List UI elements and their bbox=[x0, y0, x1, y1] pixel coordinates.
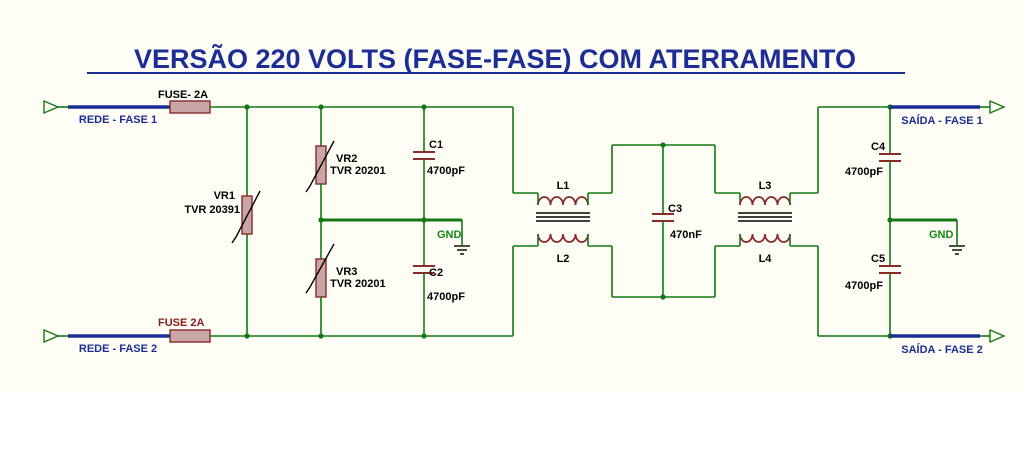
varistor-vr2-slash bbox=[305, 140, 335, 193]
junction-dot bbox=[318, 333, 324, 339]
junction-dot bbox=[887, 217, 893, 223]
junction-dot bbox=[421, 104, 427, 110]
inductor-l4-winding bbox=[739, 233, 791, 243]
output-port-2-label: SAÍDA - FASE 2 bbox=[901, 343, 983, 356]
vr3-value: TVR 20201 bbox=[330, 278, 386, 290]
junction-dot bbox=[421, 333, 427, 339]
inductor-l2-winding bbox=[537, 233, 589, 243]
output-port-1-arrow bbox=[989, 99, 1006, 115]
input-port-1-arrow bbox=[43, 99, 60, 115]
input-port-1-label: REDE - FASE 1 bbox=[79, 114, 157, 126]
varistor-vr1-slash bbox=[231, 190, 261, 244]
c3-ref: C3 bbox=[668, 203, 682, 215]
l2-ref: L2 bbox=[557, 253, 570, 265]
junction-dot bbox=[244, 104, 250, 110]
c1-value: 4700pF bbox=[427, 165, 465, 177]
output-port-1-label: SAÍDA - FASE 1 bbox=[901, 114, 983, 127]
junction-dot bbox=[660, 294, 666, 300]
c1-ref: C1 bbox=[429, 139, 443, 151]
vr2-ref: VR2 bbox=[336, 153, 357, 165]
fuse-2 bbox=[169, 329, 211, 343]
vr1-ref: VR1 bbox=[214, 190, 235, 202]
input-port-2-arrow bbox=[43, 328, 60, 344]
inductor-l3-winding bbox=[739, 196, 791, 206]
blank-margin bbox=[0, 392, 1024, 460]
vr3-ref: VR3 bbox=[336, 266, 357, 278]
output-port-2-arrow bbox=[989, 328, 1006, 344]
c2-value: 4700pF bbox=[427, 291, 465, 303]
junction-dot bbox=[660, 142, 666, 148]
fuse-1-label: FUSE- 2A bbox=[158, 89, 208, 101]
l1-ref: L1 bbox=[557, 180, 570, 192]
input-port-2-label: REDE - FASE 2 bbox=[79, 343, 157, 355]
vr1-value: TVR 20391 bbox=[184, 204, 240, 216]
vr2-value: TVR 20201 bbox=[330, 165, 386, 177]
gnd-label-left: GND bbox=[437, 229, 462, 241]
fuse-1 bbox=[169, 100, 211, 114]
junction-dot bbox=[421, 217, 427, 223]
l3-ref: L3 bbox=[759, 180, 772, 192]
varistor-vr3-slash bbox=[305, 243, 335, 294]
c2-ref: C2 bbox=[429, 267, 443, 279]
c4-value: 4700pF bbox=[845, 166, 883, 178]
junction-dot bbox=[244, 333, 250, 339]
junction-dot bbox=[318, 104, 324, 110]
fuse-2-label: FUSE 2A bbox=[158, 317, 205, 329]
page-title: VERSÃO 220 VOLTS (FASE-FASE) COM ATERRAM… bbox=[134, 43, 856, 74]
c3-value: 470nF bbox=[670, 229, 702, 241]
c5-value: 4700pF bbox=[845, 280, 883, 292]
gnd-label-right: GND bbox=[929, 229, 954, 241]
varistor-vr3 bbox=[315, 258, 327, 298]
l4-ref: L4 bbox=[759, 253, 773, 265]
schematic-canvas bbox=[0, 0, 1024, 392]
c5-ref: C5 bbox=[871, 253, 885, 265]
c4-ref: C4 bbox=[871, 141, 886, 153]
junction-dot bbox=[318, 217, 324, 223]
inductor-l1-winding bbox=[537, 196, 589, 206]
